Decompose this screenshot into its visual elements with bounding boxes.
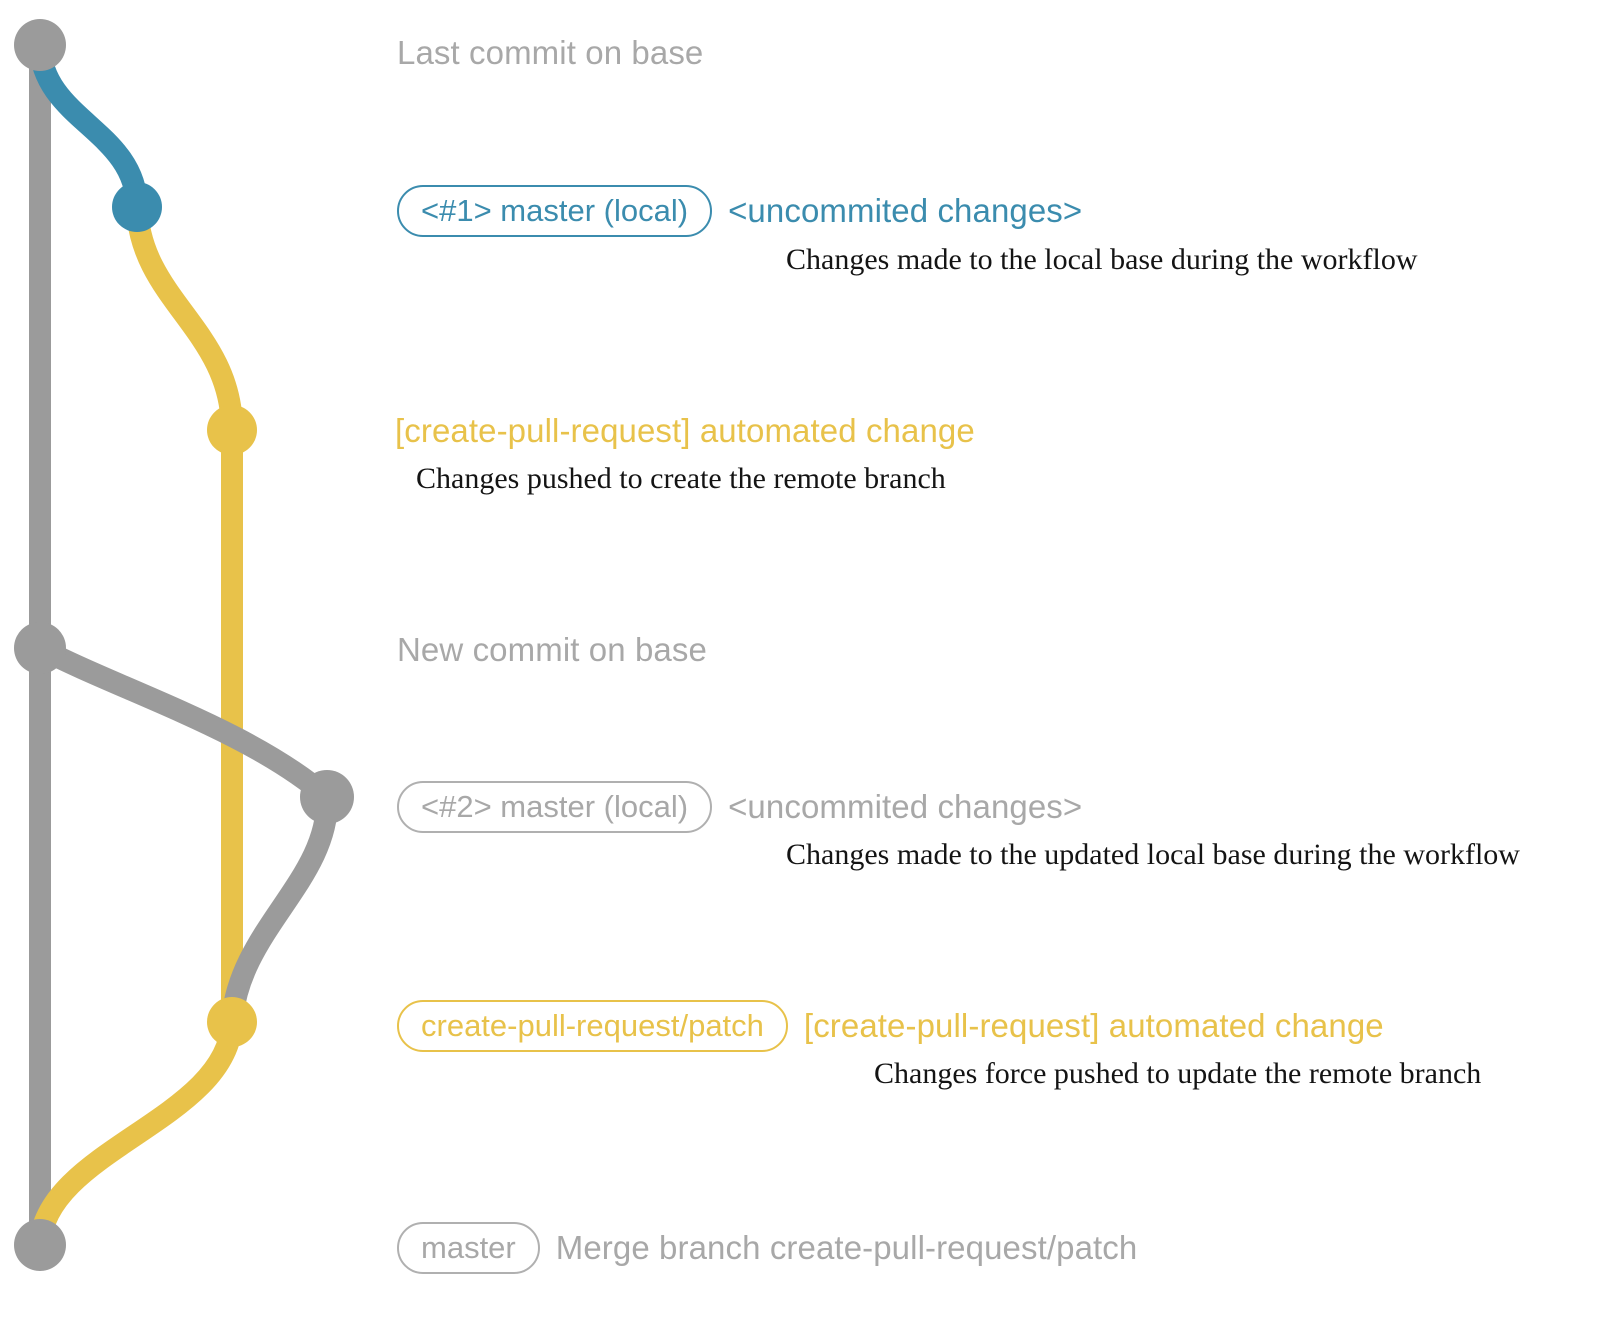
commit-row-local-1: <#1> master (local) <uncommited changes>	[397, 185, 1082, 237]
commit-row-automated-change-1: [create-pull-request] automated change	[395, 412, 975, 450]
commit-title-local-2: <uncommited changes>	[728, 788, 1083, 825]
ref-badge-create-pull-request-patch[interactable]: create-pull-request/patch	[397, 1000, 788, 1052]
commit-title-new-commit-on-base: New commit on base	[397, 631, 707, 668]
commit-row-automated-change-2: create-pull-request/patch [create-pull-r…	[397, 1000, 1384, 1052]
commit-title-automated-change-1: [create-pull-request] automated change	[395, 412, 975, 449]
edge-base-to-local2	[29, 637, 338, 808]
commit-description-automated-change-2: Changes force pushed to update the remot…	[874, 1057, 1482, 1090]
commit-node-automated-change-1[interactable]	[207, 405, 257, 455]
commit-row-new-commit-on-base: New commit on base	[397, 631, 707, 669]
edge-local2-to-patch2	[221, 786, 339, 1033]
commit-node-local-1[interactable]	[112, 182, 162, 232]
ref-badge-master[interactable]: master	[397, 1222, 540, 1274]
commit-row-local-2: <#2> master (local) <uncommited changes>	[397, 781, 1082, 833]
commit-node-local-2[interactable]	[300, 770, 354, 824]
commit-node-new-commit-on-base[interactable]	[14, 622, 66, 674]
ref-badge-master-local-2[interactable]: <#2> master (local)	[397, 781, 713, 833]
commit-description-automated-change-1: Changes pushed to create the remote bran…	[416, 462, 946, 495]
commit-row-merge: master Merge branch create-pull-request/…	[397, 1222, 1137, 1274]
commit-node-merge[interactable]	[14, 1219, 66, 1271]
commit-row-last-commit-on-base: Last commit on base	[397, 34, 703, 72]
commit-node-automated-change-2[interactable]	[207, 997, 257, 1047]
commit-node-last-commit-on-base[interactable]	[14, 19, 66, 71]
commit-title-local-1: <uncommited changes>	[728, 192, 1083, 229]
edge-patch2-to-merge	[29, 1011, 243, 1256]
commit-title-automated-change-2: [create-pull-request] automated change	[803, 1007, 1384, 1044]
commit-description-local-2: Changes made to the updated local base d…	[786, 838, 1520, 871]
commit-title-last-commit-on-base: Last commit on base	[397, 34, 704, 71]
commit-title-merge: Merge branch create-pull-request/patch	[555, 1229, 1138, 1266]
ref-badge-master-local-1[interactable]: <#1> master (local)	[397, 185, 713, 237]
commit-description-local-1: Changes made to the local base during th…	[786, 243, 1418, 276]
